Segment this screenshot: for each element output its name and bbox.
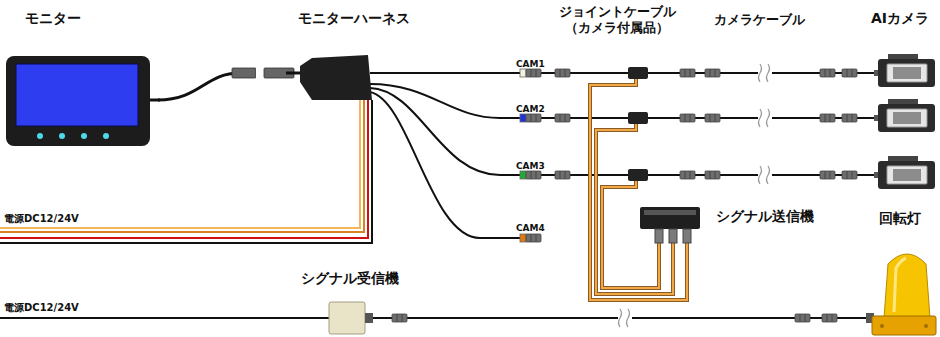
signal-wire	[602, 181, 659, 288]
camera-cable-label: カメラケーブル	[700, 12, 818, 28]
plug	[820, 171, 835, 179]
light-dome	[884, 254, 930, 318]
cable-connector	[412, 317, 862, 319]
node-label: 回転灯	[862, 210, 938, 228]
transmitter-port	[655, 229, 663, 243]
cable-break	[618, 309, 632, 327]
plug	[842, 69, 857, 77]
transmitter-panel	[644, 210, 696, 215]
monitor-harness: モニターハーネス	[288, 6, 420, 102]
plug	[705, 114, 720, 122]
camera-illustration	[874, 54, 935, 87]
plug	[526, 114, 541, 122]
signal-receiver: シグナル受信機	[288, 266, 412, 336]
monitor-unit: モニター	[3, 6, 158, 150]
harness-box	[300, 55, 372, 100]
plug	[820, 114, 835, 122]
plug	[820, 69, 835, 77]
transmitter-port	[683, 229, 691, 243]
plug	[842, 114, 857, 122]
joint-box	[628, 169, 648, 181]
power-label: 電源DC12/24V	[4, 302, 79, 315]
cam4-wire	[370, 92, 522, 238]
port-label: CAM4	[516, 223, 545, 234]
plug-gap	[256, 66, 264, 80]
cable-break	[758, 166, 772, 184]
monitor-plug	[232, 68, 256, 78]
light-bolt	[924, 324, 928, 328]
plug	[526, 69, 541, 77]
power-label: 電源DC12/24V	[4, 213, 79, 226]
receiver-body	[329, 302, 365, 334]
port-label: CAM3	[516, 161, 545, 172]
signal-wire	[590, 79, 687, 300]
plug	[526, 171, 541, 179]
cam1-wire	[370, 72, 432, 74]
monitor-button	[37, 133, 43, 139]
plug	[795, 314, 810, 322]
transmitter-body	[640, 207, 700, 229]
joint-cable-label: ジョイントケーブル （カメラ付属品）	[552, 4, 682, 37]
camera-illustration	[874, 99, 935, 132]
plug	[680, 114, 695, 122]
harness-lead	[286, 72, 302, 75]
camera-illustration	[874, 156, 935, 189]
monitor-button	[81, 133, 87, 139]
plug	[705, 171, 720, 179]
power-wire	[0, 317, 330, 319]
ai-camera: AIカメラ	[862, 6, 938, 92]
plug	[555, 171, 570, 179]
light-highlight	[894, 258, 906, 312]
node-label: シグナル受信機	[288, 270, 412, 288]
port-label: CAM1	[516, 59, 545, 70]
plug	[555, 114, 570, 122]
plug	[555, 69, 570, 77]
plug	[680, 69, 695, 77]
cam2-cap	[520, 114, 526, 122]
receiver-port	[365, 313, 373, 323]
signal-transmitter: シグナル送信機	[636, 200, 840, 250]
monitor-screen	[16, 64, 138, 126]
cam4-cap	[520, 234, 526, 242]
node-label: AIカメラ	[862, 10, 938, 28]
monitor-button	[59, 133, 65, 139]
plug	[680, 171, 695, 179]
cable-break	[758, 109, 772, 127]
plug	[822, 314, 837, 322]
monitor-body	[6, 56, 150, 146]
transmitter-port	[669, 229, 677, 243]
cam1-cap	[520, 69, 526, 77]
cam2-wire	[370, 84, 880, 118]
light-bolt	[880, 324, 884, 328]
node-label: シグナル送信機	[636, 208, 840, 226]
plug	[705, 69, 720, 77]
rotating-light: 回転灯	[862, 208, 938, 335]
port-label: CAM2	[516, 104, 545, 115]
monitor-button	[103, 133, 109, 139]
signal-wire	[602, 181, 659, 288]
signal-wire	[590, 79, 687, 300]
plug	[842, 171, 857, 179]
node-label: モニターハーネス	[288, 10, 420, 28]
joint-box	[628, 112, 648, 124]
cam3-cap	[520, 171, 526, 179]
light-base	[872, 316, 936, 335]
joint-box	[628, 67, 648, 79]
plug	[526, 234, 541, 242]
node-label: モニター	[3, 10, 158, 28]
cable-break	[758, 64, 772, 82]
plug	[392, 314, 407, 322]
